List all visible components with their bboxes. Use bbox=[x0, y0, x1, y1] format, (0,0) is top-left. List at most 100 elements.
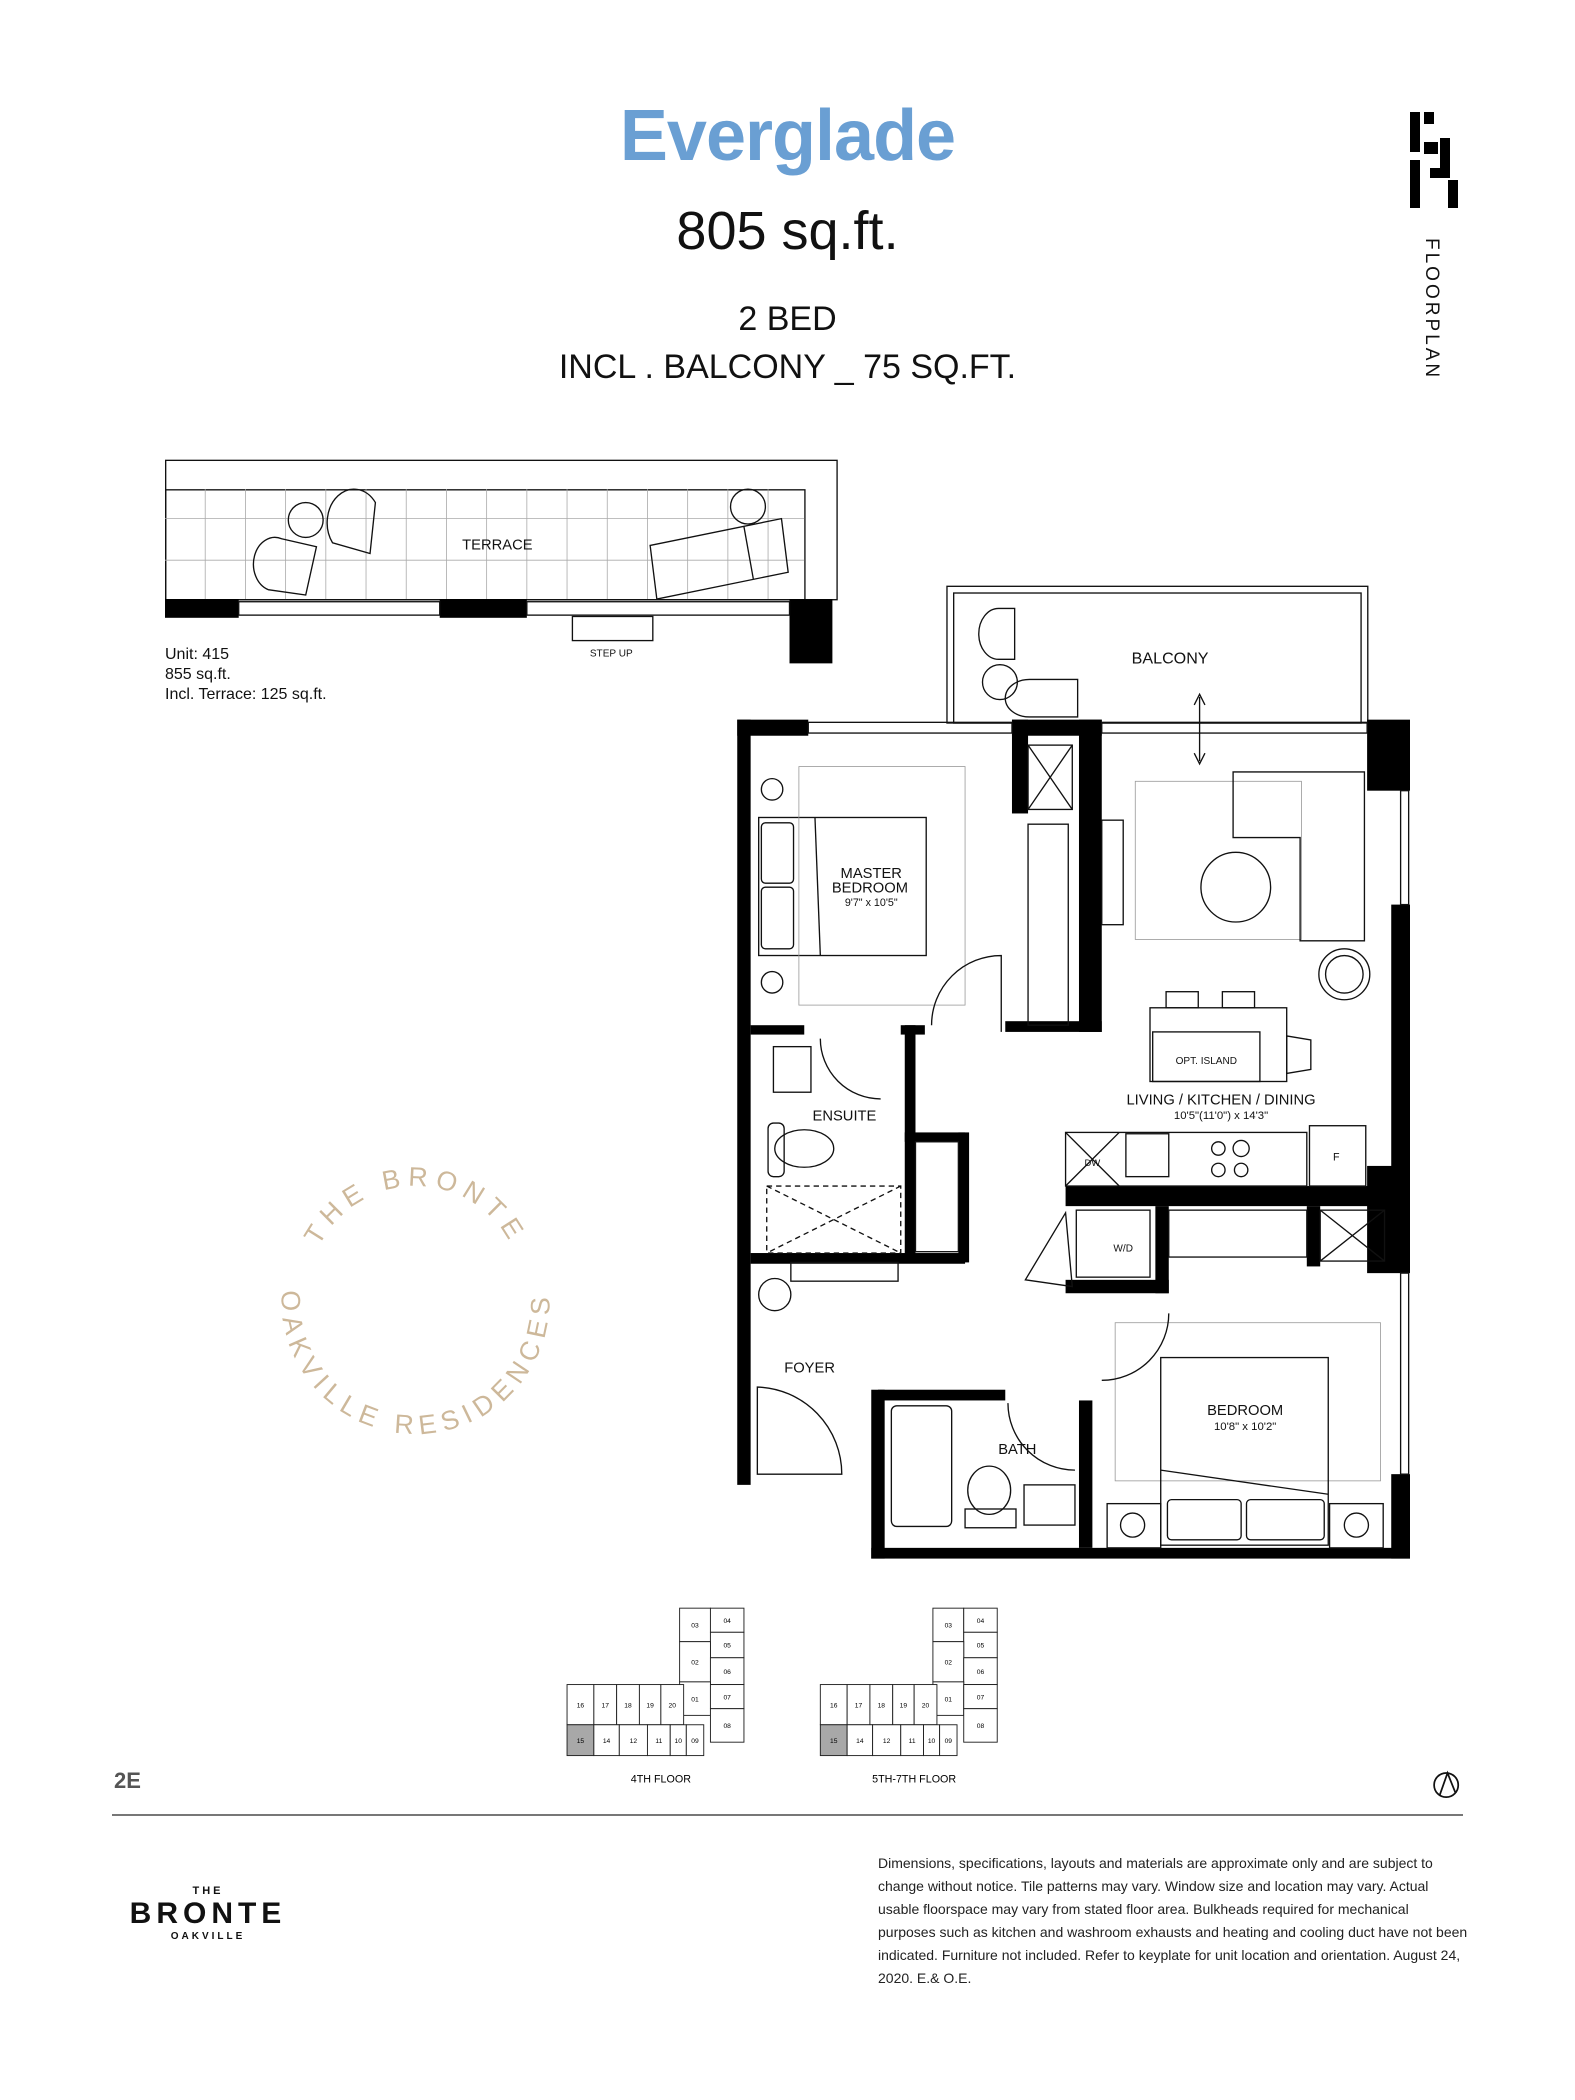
suite-code: 2E bbox=[114, 1768, 141, 1793]
bath-label: BATH bbox=[998, 1442, 1036, 1458]
keyplan-unit-highlighted bbox=[819, 1724, 848, 1757]
keyplan-unit-label: 06 bbox=[977, 1669, 985, 1676]
keyplan-unit-label: 11 bbox=[655, 1738, 662, 1745]
keyplan-unit-label: 04 bbox=[977, 1618, 985, 1625]
keyplan-unit bbox=[679, 1681, 711, 1716]
keyplan-unit-label: 19 bbox=[646, 1702, 654, 1709]
suite-area: 805 sq.ft. bbox=[676, 201, 899, 261]
unit-terrace: Incl. Terrace: 125 sq.ft. bbox=[165, 686, 327, 703]
keyplan-unit bbox=[593, 1724, 620, 1757]
master-bedroom-label: MASTER bbox=[841, 866, 902, 882]
keyplan-unit-label: 07 bbox=[723, 1694, 731, 1701]
brand-city: OAKVILLE bbox=[170, 1931, 246, 1942]
opt-island-label: OPT. ISLAND bbox=[1176, 1056, 1237, 1067]
keyplan-unit-label: 18 bbox=[624, 1702, 632, 1709]
divider bbox=[112, 1814, 1463, 1816]
keyplan-unit bbox=[963, 1684, 998, 1710]
living-dims: 10'5"(11'0") x 14'3" bbox=[1174, 1110, 1268, 1122]
keyplan-unit-label: 11 bbox=[909, 1738, 916, 1745]
keyplan-unit bbox=[932, 1607, 965, 1643]
unit-number: Unit: 415 bbox=[165, 646, 230, 663]
bedroom-label: BEDROOM bbox=[1207, 1403, 1283, 1419]
keyplan-unit-label: 16 bbox=[577, 1702, 585, 1709]
keyplan-unit-label: 16 bbox=[830, 1702, 838, 1709]
keyplan-unit bbox=[846, 1724, 874, 1757]
unit-area: 855 sq.ft. bbox=[165, 666, 231, 683]
washer-dryer-label: W/D bbox=[1113, 1244, 1133, 1255]
dishwasher-label: DW bbox=[1085, 1158, 1101, 1168]
keyplan-unit bbox=[963, 1657, 998, 1686]
keyplan-unit-label: 03 bbox=[945, 1623, 953, 1630]
keyplan-unit-label: 02 bbox=[945, 1659, 953, 1666]
balcony-note: INCL . BALCONY _ 75 SQ.FT. bbox=[558, 348, 1017, 386]
keyplan-unit-label: 15 bbox=[577, 1738, 585, 1745]
keyplan-unit bbox=[939, 1724, 958, 1757]
master-bedroom bbox=[758, 744, 1073, 1032]
brand-the: THE bbox=[192, 1885, 224, 1897]
keyplan-unit-label: 09 bbox=[945, 1738, 953, 1745]
fridge-label: F bbox=[1333, 1152, 1340, 1164]
keyplan-unit bbox=[872, 1724, 902, 1757]
brand-name: BRONTE bbox=[129, 1897, 287, 1930]
bedroom-dims: 10'8" x 10'2" bbox=[1214, 1421, 1276, 1433]
keyplan-unit-label: 06 bbox=[723, 1669, 731, 1676]
keyplan-unit-label: 01 bbox=[691, 1696, 699, 1703]
svg-text:OAKVILLE RESIDENCES: OAKVILLE RESIDENCES bbox=[275, 1290, 556, 1441]
keyplan-unit-label: 02 bbox=[691, 1659, 699, 1666]
keyplan-unit bbox=[709, 1607, 745, 1633]
keyplan-unit-highlighted bbox=[566, 1724, 595, 1757]
balcony bbox=[946, 585, 1369, 766]
brand-mark-icon bbox=[1410, 112, 1458, 208]
terrace-label: TERRACE bbox=[462, 537, 533, 553]
keyplan-unit-label: 12 bbox=[630, 1738, 638, 1745]
floorplan-tag: FLOORPLAN bbox=[1421, 238, 1442, 381]
ensuite bbox=[766, 1038, 960, 1254]
terrace-windows bbox=[238, 601, 791, 616]
laundry bbox=[1024, 1209, 1386, 1288]
keyplan-unit-label: 09 bbox=[691, 1738, 699, 1745]
keyplan-unit bbox=[819, 1684, 848, 1726]
suite-name: Everglade bbox=[619, 96, 956, 176]
keyplan-unit-label: 12 bbox=[883, 1738, 891, 1745]
keyplan-unit-label: 04 bbox=[723, 1618, 731, 1625]
keyplan-unit-label: 20 bbox=[669, 1702, 677, 1709]
keyplan-unit-label: 05 bbox=[977, 1643, 985, 1650]
unit-info: Unit: 415 855 sq.ft. Incl. Terrace: 125 … bbox=[165, 645, 327, 705]
brand-logo: THE BRONTE OAKVILLE bbox=[108, 1885, 308, 1942]
keyplan-unit-label: 10 bbox=[928, 1738, 936, 1745]
svg-text:THE BRONTE: THE BRONTE bbox=[298, 1162, 533, 1250]
windows bbox=[807, 721, 1410, 1475]
keyplan-unit bbox=[709, 1684, 745, 1710]
bedroom-count: 2 BED bbox=[738, 300, 837, 338]
keyplan-unit-label: 14 bbox=[856, 1738, 864, 1745]
foyer-label: FOYER bbox=[784, 1360, 835, 1376]
keyplan-unit-label: 15 bbox=[830, 1738, 838, 1745]
watermark-bottom-text: OAKVILLE RESIDENCES bbox=[275, 1290, 549, 1441]
walls bbox=[737, 719, 1410, 1559]
north-compass-icon bbox=[1433, 1770, 1460, 1798]
keyplan-unit-label: 17 bbox=[855, 1702, 863, 1709]
keyplan-unit-label: 05 bbox=[723, 1643, 731, 1650]
keyplan-unit-label: 01 bbox=[945, 1696, 953, 1703]
keyplan-unit bbox=[709, 1657, 745, 1686]
keyplan-unit-label: 08 bbox=[723, 1723, 731, 1730]
keyplan-unit-label: 18 bbox=[878, 1702, 886, 1709]
keyplan-floor-label: 5TH-7TH FLOOR bbox=[872, 1773, 956, 1785]
keyplan-unit bbox=[566, 1684, 595, 1726]
keyplan-unit-label: 14 bbox=[603, 1738, 611, 1745]
keyplan-floor-label: 4TH FLOOR bbox=[631, 1773, 691, 1785]
keyplan-unit-label: 20 bbox=[922, 1702, 930, 1709]
master-bedroom-dims: 9'7" x 10'5" bbox=[845, 897, 898, 909]
keyplan-unit-label: 03 bbox=[691, 1623, 699, 1630]
balcony-label: BALCONY bbox=[1132, 649, 1209, 667]
keyplan-unit bbox=[963, 1708, 998, 1743]
keyplan-unit-label: 10 bbox=[675, 1738, 683, 1745]
keyplans: 03 04 05 02 06 01 07 16 17 18 19 20 08 15 14 12 11 10 09 4T… bbox=[566, 1607, 998, 1785]
keyplan-unit bbox=[709, 1708, 745, 1743]
keyplan-unit bbox=[963, 1631, 998, 1659]
disclaimer: Dimensions, specifications, layouts and … bbox=[878, 1855, 1468, 1986]
keyplan-unit bbox=[685, 1724, 705, 1757]
